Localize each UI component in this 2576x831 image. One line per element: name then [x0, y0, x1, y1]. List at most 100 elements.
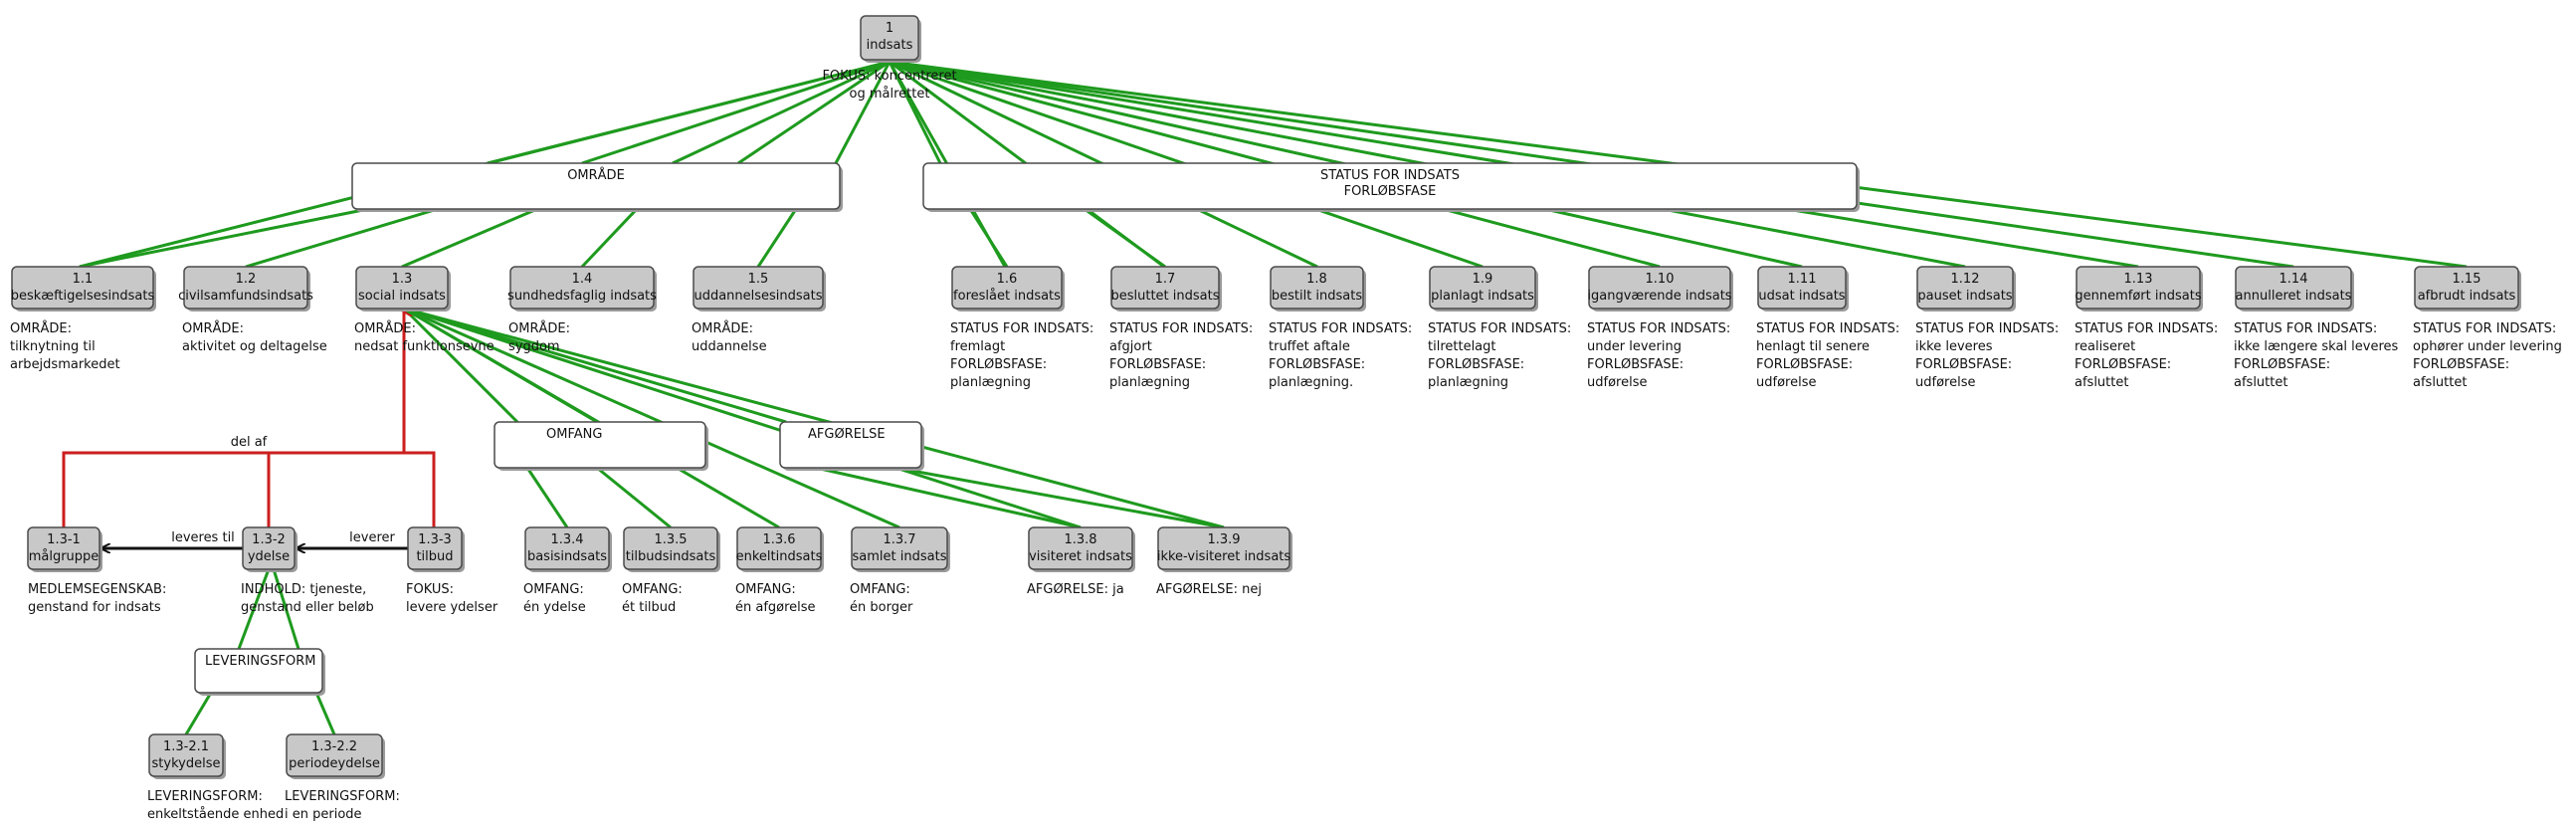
node-label: uddannelsesindsats — [694, 289, 822, 304]
node-box — [1429, 266, 1536, 310]
node-label: tilbud — [416, 549, 453, 564]
node-label: enkeltindsats — [736, 549, 823, 564]
node-note: genstand for indsats — [28, 600, 161, 615]
group-label: STATUS FOR INDSATS — [1320, 168, 1460, 183]
node-label: udsat indsats — [1758, 289, 1845, 304]
node-box — [2414, 266, 2519, 310]
specialization-edge — [815, 466, 1082, 529]
node-box — [1110, 266, 1220, 310]
node-note: STATUS FOR INDSATS: — [950, 321, 1093, 336]
node-note: sygdom — [508, 339, 560, 354]
specialization-edge — [272, 568, 300, 650]
node-label: social indsats — [358, 289, 446, 304]
node-note: FORLØBSFASE: — [950, 357, 1047, 372]
node-label: pauset indsats — [1917, 289, 2012, 304]
node-note: tilknytning til — [10, 339, 96, 354]
node-note: FOKUS: — [406, 582, 454, 597]
node-box — [1028, 526, 1133, 570]
node-label: beskæftigelsesindsats — [11, 289, 155, 304]
node-box — [1157, 526, 1290, 570]
node-note: ét tilbud — [622, 600, 676, 615]
node-note: STATUS FOR INDSATS: — [1915, 321, 2059, 336]
node-note: levere ydelser — [406, 600, 498, 615]
node-note: FORLØBSFASE: — [1915, 357, 2012, 372]
specialization-edge — [756, 208, 798, 268]
node-note: OMRÅDE: — [10, 320, 72, 336]
node-note: genstand eller beløb — [241, 600, 374, 615]
node-note: FORLØBSFASE: — [1756, 357, 1853, 372]
node-note: STATUS FOR INDSATS: — [1269, 321, 1412, 336]
node-note: OMFANG: — [523, 582, 584, 597]
specialization-edge — [596, 466, 672, 529]
node-label: samlet indsats — [853, 549, 947, 564]
node-id: 1.10 — [1646, 272, 1675, 287]
node-box — [2235, 266, 2352, 310]
specialization-edge — [968, 208, 1009, 268]
node-note: OMRÅDE: — [354, 320, 416, 336]
node-note: afsluttet — [2413, 375, 2467, 390]
node-id: 1.12 — [1951, 272, 1980, 287]
group-label: FORLØBSFASE — [1344, 184, 1437, 199]
node-label: stykydelse — [152, 756, 221, 771]
group-box-rect — [779, 421, 922, 469]
node-n1-3-3: 1.3-3 tilbud — [407, 526, 465, 572]
node-id: 1.3-3 — [418, 532, 452, 547]
node-note: udførelse — [1587, 375, 1647, 390]
node-label: indsats — [867, 38, 913, 53]
node-label: tilbudsindsats — [626, 549, 716, 564]
node-note: ikke længere skal leveres — [2234, 339, 2399, 354]
group-box-omraade: OMRÅDE — [351, 162, 843, 212]
node-id: 1.1 — [73, 272, 94, 287]
group-box-rect — [922, 162, 1858, 210]
node-note: FORLØBSFASE: — [1428, 357, 1524, 372]
node-note: uddannelse — [692, 339, 767, 354]
node-id: 1.3-2.1 — [163, 739, 209, 754]
node-box — [623, 526, 718, 570]
node-label: bestilt indsats — [1272, 289, 1363, 304]
node-note: tilrettelagt — [1428, 339, 1496, 354]
node-id: 1.8 — [1306, 272, 1327, 287]
node-note: én afgørelse — [735, 600, 816, 615]
root-note: og målrettet — [850, 87, 930, 102]
node-box — [1270, 266, 1364, 310]
node-box — [1757, 266, 1847, 310]
specialization-edge — [314, 692, 336, 735]
node-box — [1588, 266, 1731, 310]
node-label: ydelse — [248, 549, 290, 564]
group-box-afgoerelse: AFGØRELSE — [779, 421, 924, 471]
specialization-edge — [184, 692, 213, 735]
node-id: 1.3.4 — [550, 532, 583, 547]
node-id: 1.3.8 — [1064, 532, 1096, 547]
node-note: OMFANG: — [735, 582, 796, 597]
node-box — [736, 526, 822, 570]
node-note: AFGØRELSE: nej — [1156, 582, 1262, 597]
node-note: OMFANG: — [850, 582, 910, 597]
node-note: LEVERINGSFORM: — [285, 789, 400, 804]
specialization-edge — [402, 307, 519, 424]
node-note: FORLØBSFASE: — [2413, 357, 2509, 372]
node-box — [27, 526, 100, 570]
group-label: OMFANG — [546, 427, 602, 442]
node-box — [407, 526, 463, 570]
group-box-rect — [351, 162, 841, 210]
node-box — [693, 266, 824, 310]
node-note: planlægning — [1428, 375, 1508, 390]
node-label: visiteret indsats — [1029, 549, 1132, 564]
node-note: STATUS FOR INDSATS: — [1756, 321, 1899, 336]
node-id: 1.3.9 — [1207, 532, 1240, 547]
node-note: FORLØBSFASE: — [2234, 357, 2330, 372]
node-box — [148, 733, 224, 777]
node-note: ikke leveres — [1915, 339, 1993, 354]
specialization-edge — [79, 207, 369, 269]
group-box-leveringsform: LEVERINGSFORM — [194, 648, 325, 696]
node-note: OMRÅDE: — [508, 320, 570, 336]
